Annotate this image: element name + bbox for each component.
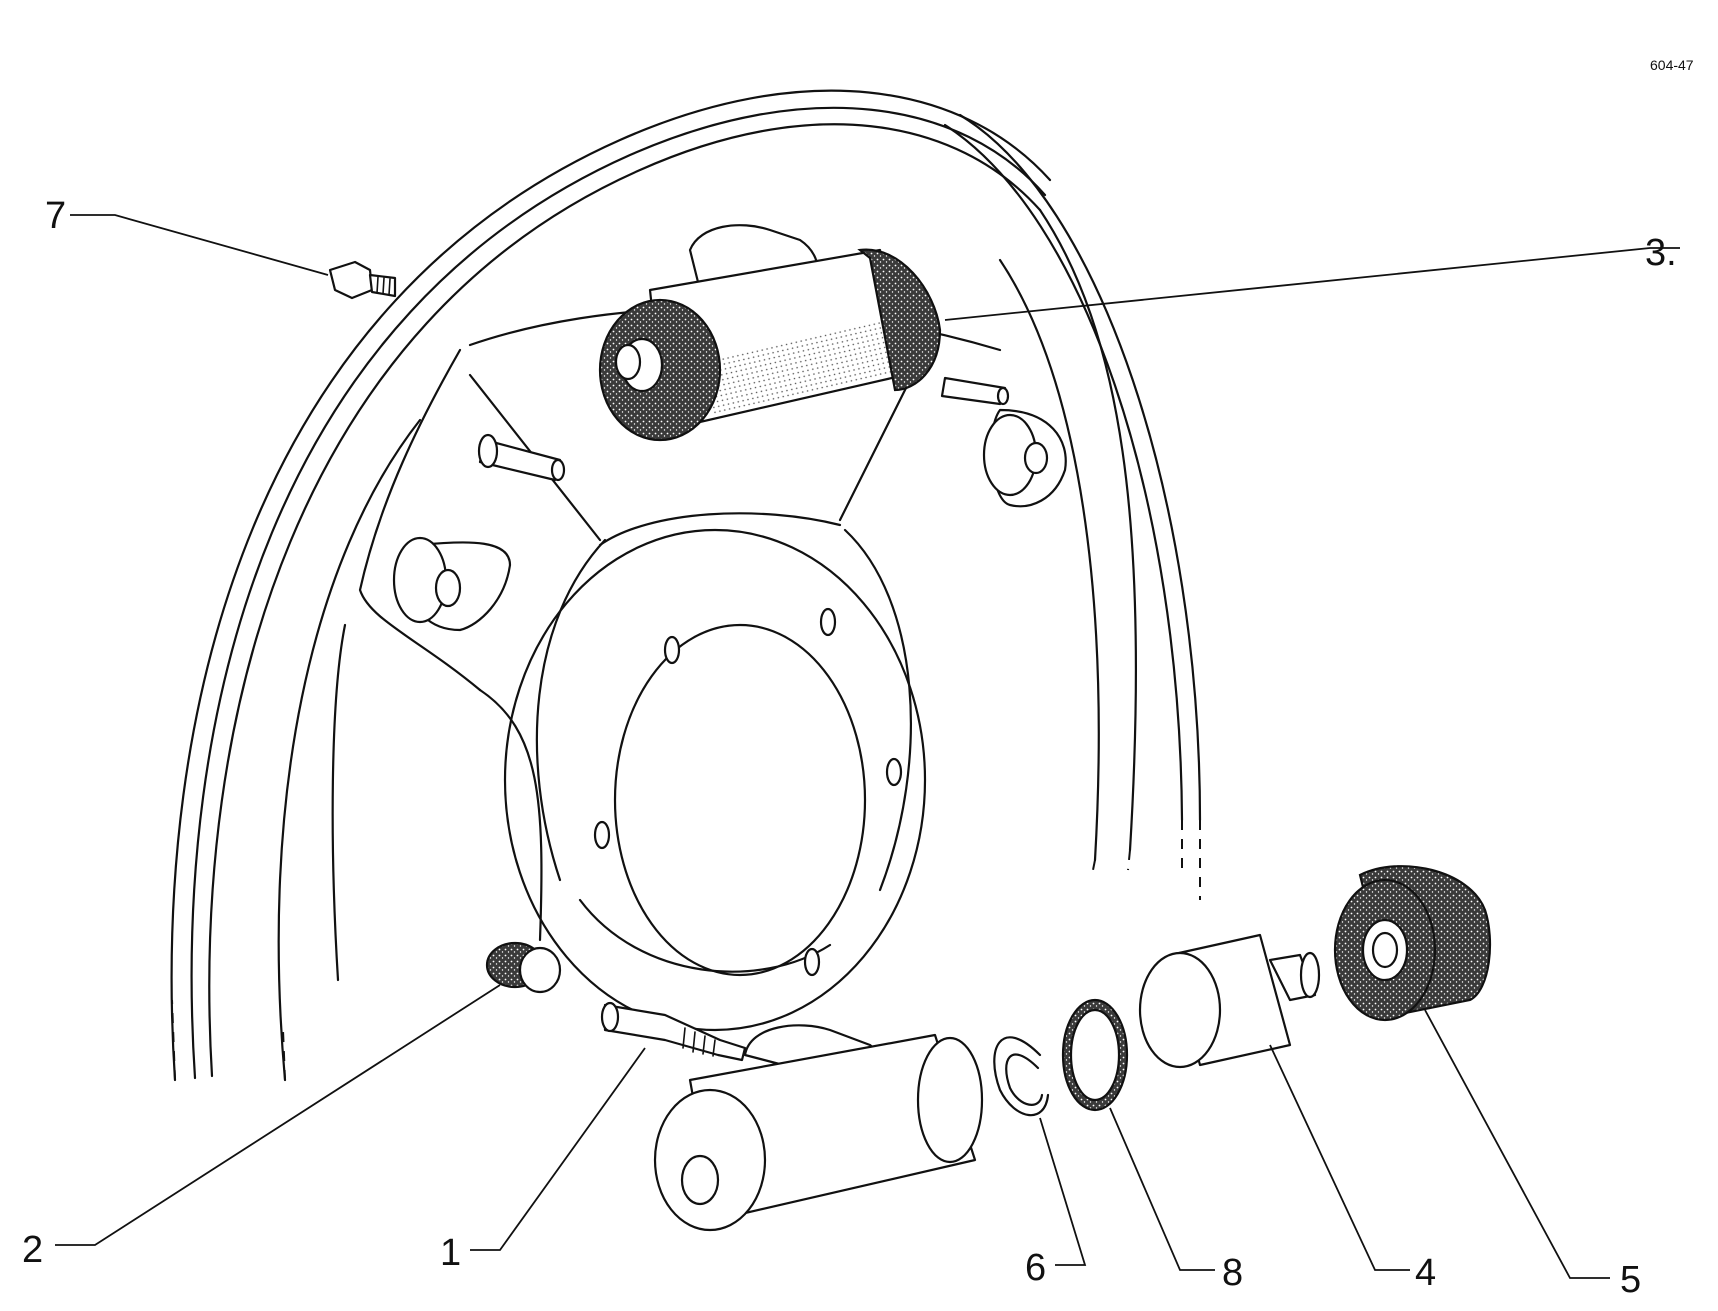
callout-6: 6	[1025, 1247, 1046, 1289]
callout-4: 4	[1415, 1252, 1436, 1294]
bolt-hole	[663, 635, 681, 665]
callout-1: 1	[440, 1232, 461, 1274]
callout-7: 7	[45, 195, 66, 237]
upper-left-stud	[477, 433, 566, 482]
part-1-bleed-screw	[600, 1001, 747, 1062]
leader-1	[470, 1047, 646, 1251]
backing-plate-rim	[170, 89, 1202, 1082]
part-6-circlip	[993, 1036, 1050, 1117]
leader-6	[1039, 1117, 1087, 1266]
bolt-hole	[885, 757, 903, 787]
leader-2	[55, 984, 501, 1246]
leader-3	[944, 247, 1680, 321]
leader-4	[1269, 1044, 1410, 1271]
callout-5: 5	[1620, 1259, 1641, 1301]
reference-code: 604-47	[1650, 57, 1694, 73]
callout-8: 8	[1222, 1252, 1243, 1294]
leader-7	[70, 214, 329, 276]
leader-8	[1109, 1107, 1215, 1271]
bolt-hole	[593, 820, 611, 850]
left-cam-adjuster	[392, 536, 512, 632]
leader-lines	[55, 214, 1680, 1279]
hub-flange	[503, 528, 927, 1032]
callout-labels: 7 3. 2 1 6 8 4 5	[22, 195, 1677, 1301]
leader-5	[1424, 1009, 1610, 1279]
upper-right-stud	[940, 376, 1010, 406]
bolt-hole	[819, 607, 837, 637]
part-7-bolt	[328, 260, 397, 300]
wheel-cylinder-assembled	[598, 224, 942, 442]
wheel-cylinder-body	[653, 1024, 984, 1232]
right-cam-adjuster	[982, 408, 1067, 508]
part-4-piston	[1138, 933, 1321, 1069]
part-5-rubber-boot	[1333, 865, 1492, 1022]
bolt-hole	[803, 947, 821, 977]
callout-3: 3.	[1645, 232, 1677, 274]
part-8-seal-ring	[1061, 998, 1129, 1112]
callout-2: 2	[22, 1229, 43, 1271]
part-2-dust-cap	[485, 941, 562, 994]
